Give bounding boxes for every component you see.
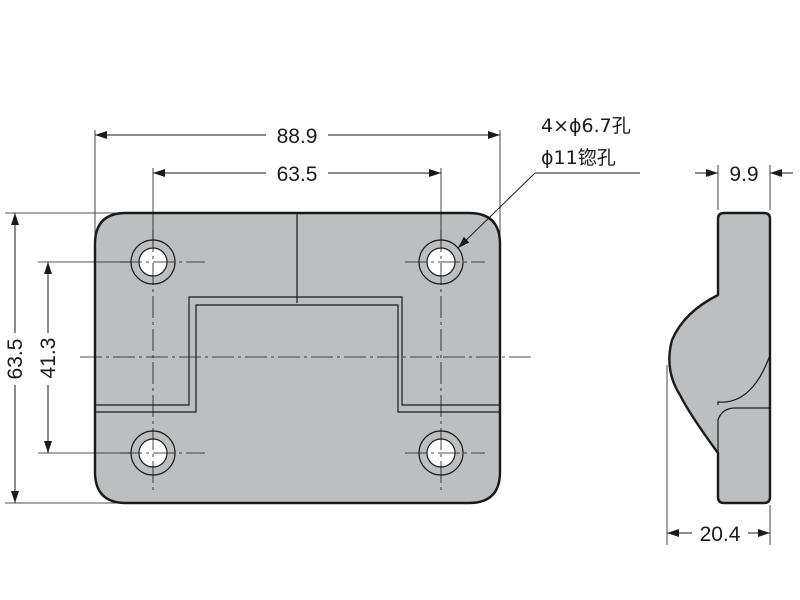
extension-lines	[5, 130, 501, 504]
dim-hole-pitch-horizontal: 63.5	[153, 163, 441, 186]
side-knuckle-curve	[717, 354, 771, 405]
side-lower-leaf	[717, 407, 770, 453]
front-view: 88.9 63.5 63.5 41.3 4×ϕ6.7孔 ϕ11锪孔	[4, 115, 640, 505]
dim-side-total-depth: 20.4	[667, 523, 770, 546]
hole-note-line2: ϕ11锪孔	[541, 147, 616, 169]
overall-width-label: 88.9	[277, 125, 318, 148]
leaf-step-outline	[95, 296, 500, 406]
hole-pitch-horizontal-label: 63.5	[277, 163, 318, 186]
dim-side-top-thickness: 9.9	[695, 163, 793, 186]
hole-note-line1: 4×ϕ6.7孔	[541, 115, 631, 137]
dim-hole-pitch-vertical: 41.3	[37, 262, 60, 453]
hole-pitch-vertical-label: 41.3	[37, 338, 60, 379]
hole-callout: 4×ϕ6.7孔 ϕ11锪孔	[457, 115, 640, 249]
leaf-step-outline-inner	[95, 304, 500, 413]
dim-overall-width: 88.9	[95, 125, 500, 148]
overall-height-label: 63.5	[4, 339, 27, 380]
side-top-thickness-label: 9.9	[729, 163, 758, 186]
side-total-depth-label: 20.4	[700, 523, 741, 546]
hinge-plate	[93, 211, 502, 505]
dim-overall-height: 63.5	[4, 213, 27, 503]
center-lines	[80, 230, 535, 490]
side-profile	[668, 211, 772, 505]
side-view: 9.9 20.4	[666, 163, 793, 546]
